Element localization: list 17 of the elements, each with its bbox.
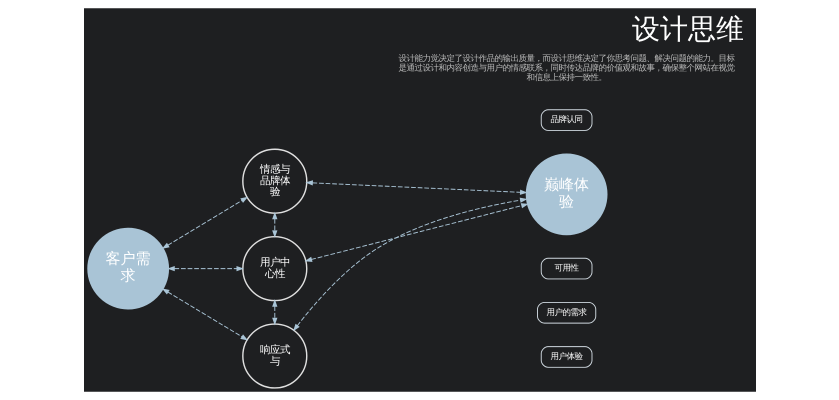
- arrow: [272, 212, 277, 238]
- arrow: [166, 266, 244, 272]
- label: 设计能力觉决定了设计作品的输出质量，而设计思维决定了你思考问题、解决问题的能力。目标是通过设计和内容创造与用户的情感联系，同时传达品牌的价值观和故事，确保整个网站在视觉和信息上保持一致性。: [398, 53, 734, 82]
- node-box: 用户体验: [540, 346, 592, 368]
- node-circle: 用户中心性: [242, 236, 307, 302]
- node-circle: 情感与品牌体验: [242, 148, 307, 214]
- arrow: [304, 180, 528, 195]
- arrow: [272, 299, 277, 326]
- node-box: 用户的需求: [536, 302, 596, 324]
- diagram-title: 设计思维: [631, 12, 744, 46]
- arrow: [292, 198, 528, 332]
- node-box: 品牌认同: [540, 109, 592, 131]
- node-circle: 巅峰体验: [525, 153, 607, 236]
- node-box: 可用性: [540, 258, 592, 280]
- arrow: [304, 203, 528, 262]
- arrow: [161, 288, 248, 340]
- arrow: [161, 196, 248, 249]
